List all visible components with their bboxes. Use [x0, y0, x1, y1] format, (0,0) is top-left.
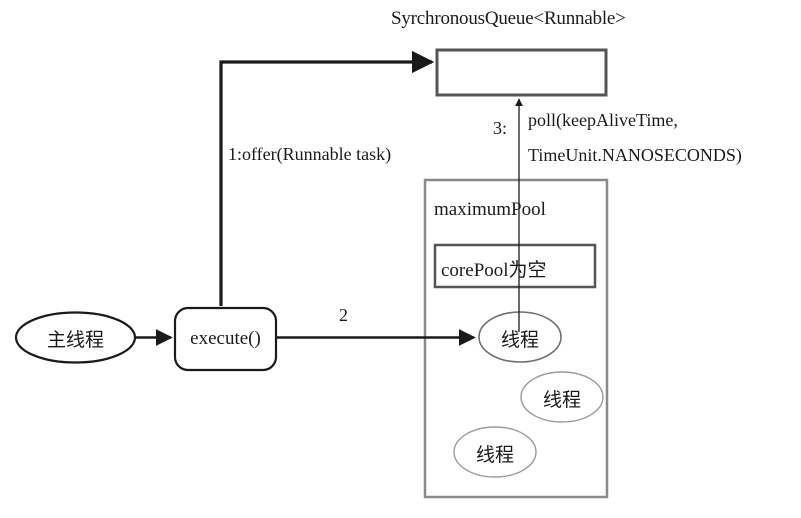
poll-edge-label-line2: TimeUnit.NANOSECONDS) [528, 145, 742, 165]
thread-3-ellipse [453, 426, 537, 478]
step-3-label: 3: [493, 118, 508, 138]
edge-offer-to-queue [219, 50, 435, 306]
poll-edge-label-line1: poll(keepAliveTime, [528, 110, 678, 130]
synchronous-queue-box [435, 48, 608, 97]
main-thread-label: 主线程 [46, 330, 104, 351]
thread-1-ellipse [478, 311, 562, 363]
main-thread-ellipse [14, 311, 137, 364]
thread-1-label: 线程 [500, 330, 539, 351]
core-pool-label: corePool为空 [441, 260, 547, 281]
step-2-label: 2 [339, 305, 348, 325]
execute-box [173, 306, 278, 372]
thread-2-label: 线程 [542, 390, 581, 411]
thread-3-label: 线程 [475, 445, 514, 466]
offer-edge-label: 1:offer(Runnable task) [228, 144, 392, 164]
synchronous-queue-title: SyrchronousQueue<Runnable> [391, 8, 626, 29]
core-pool-box [433, 243, 597, 289]
thread-2-ellipse [520, 371, 604, 423]
execute-label: execute() [190, 328, 261, 349]
maximum-pool-label: maximumPool [434, 199, 546, 220]
